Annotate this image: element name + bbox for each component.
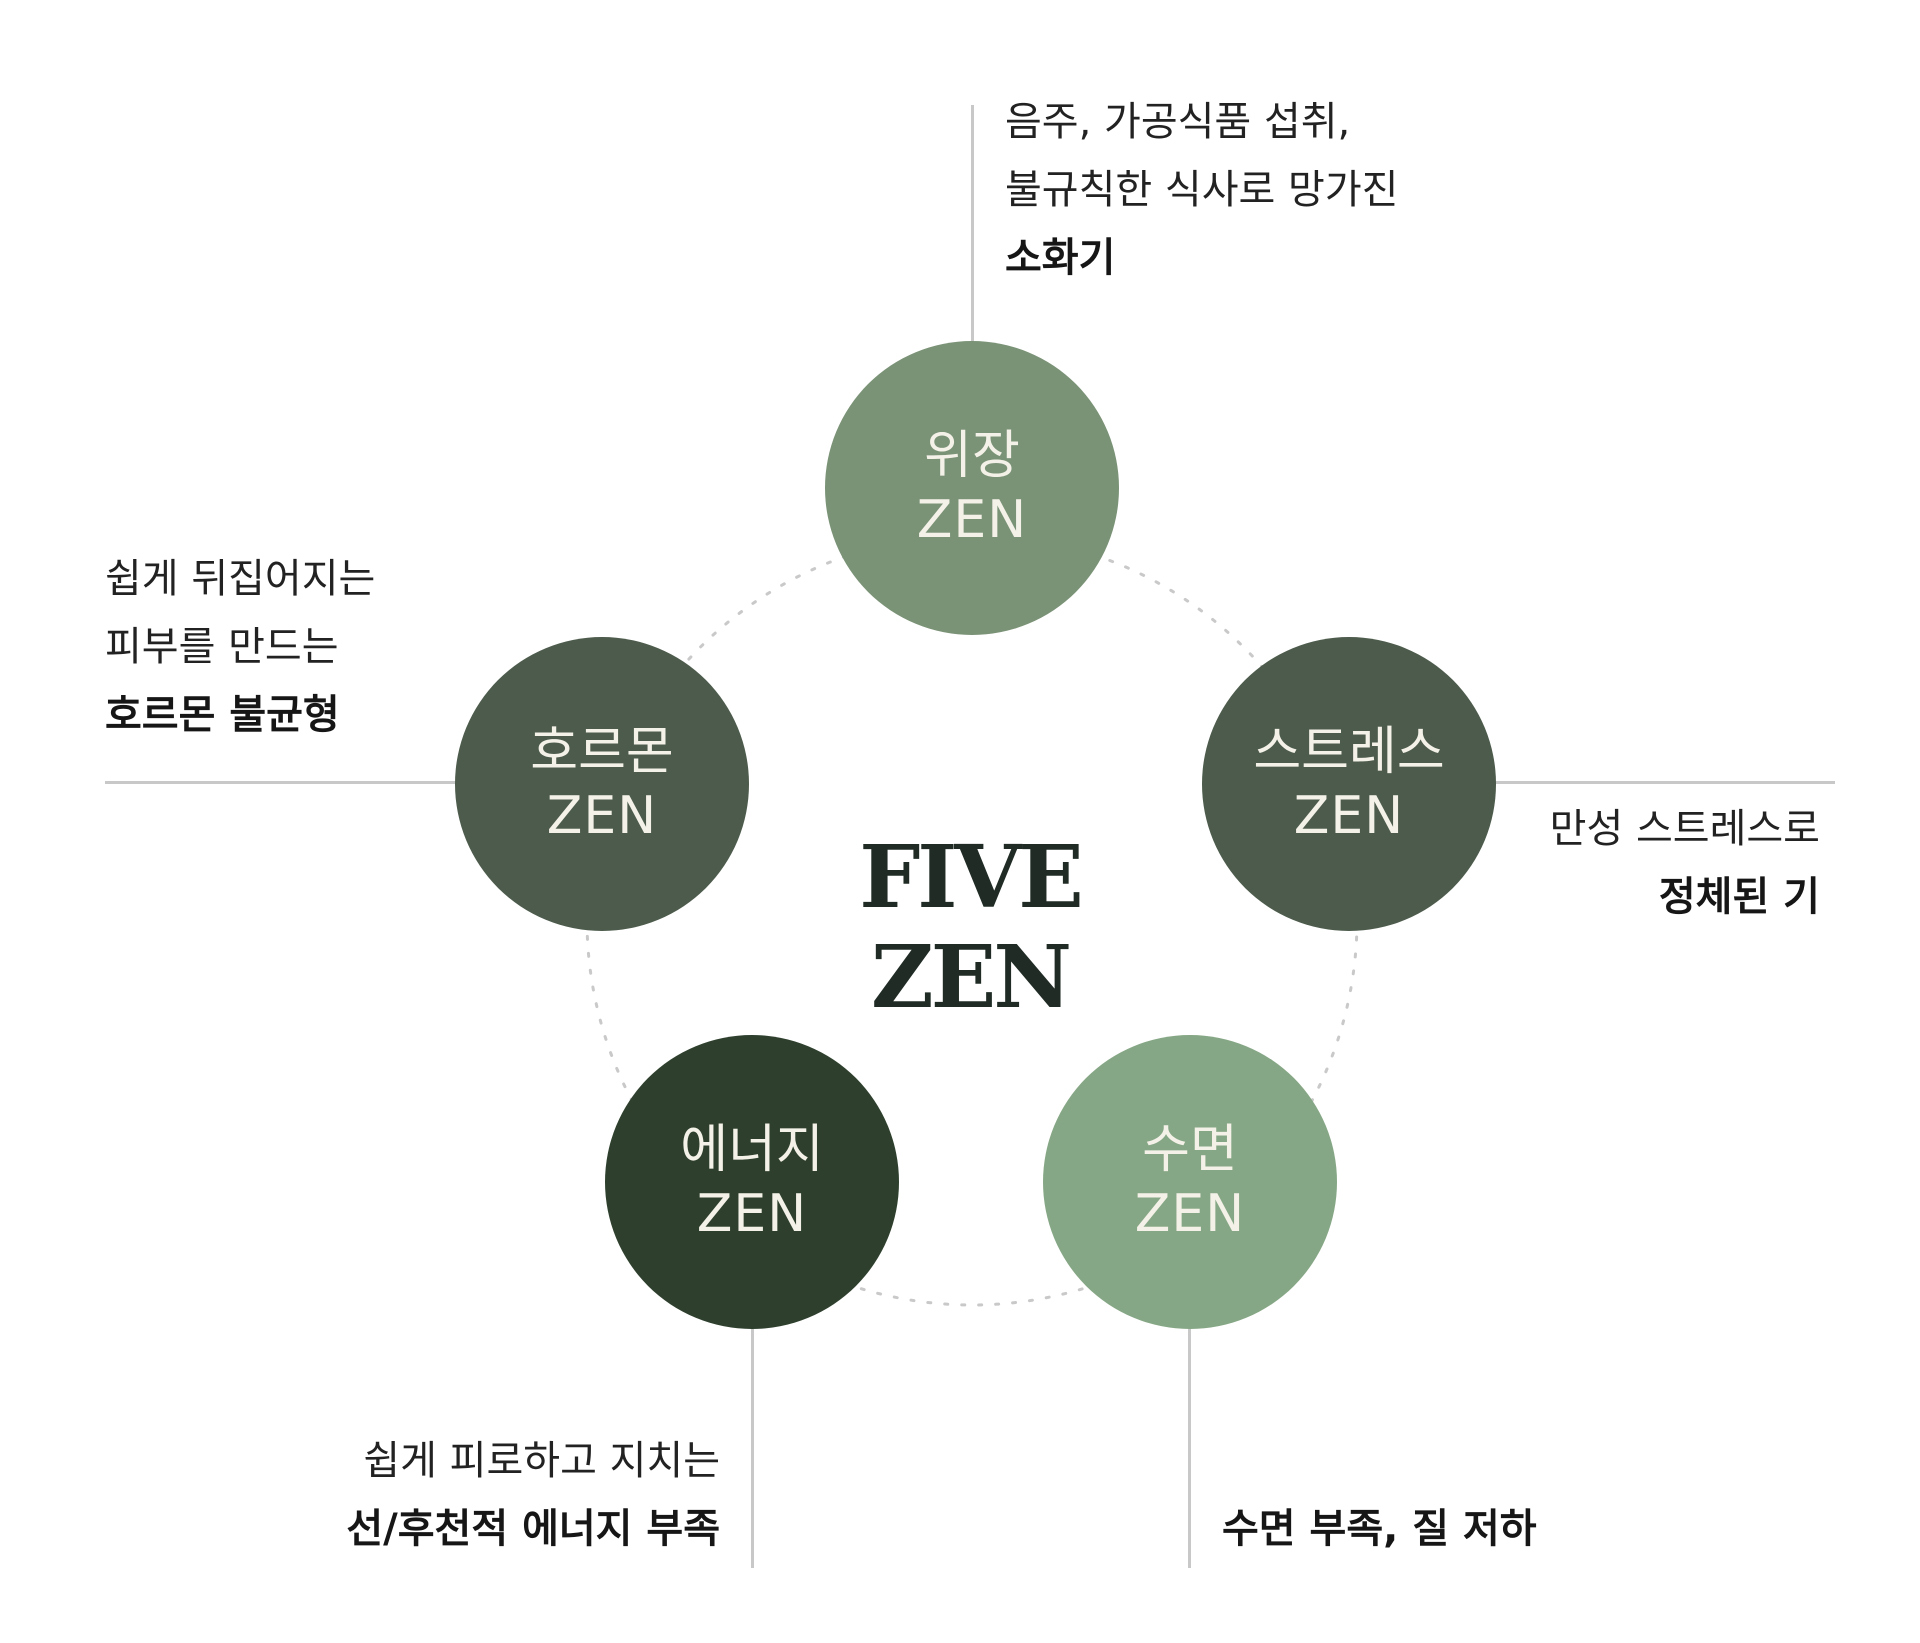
leader-line-hormone [105,781,459,784]
circle-label: 에너지 [680,1120,824,1180]
desc-bold: 선/후천적 에너지 부족 [346,1506,720,1552]
circle-suffix: ZEN [1293,786,1405,846]
circle-hormone: 호르몬 ZEN [455,637,749,931]
desc-line: 음주, 가공식품 섭취, [1005,99,1351,145]
desc-bold: 소화기 [1005,235,1116,281]
circle-energy: 에너지 ZEN [605,1035,899,1329]
circle-suffix: ZEN [1134,1184,1246,1244]
desc-hormone: 쉽게 뒤집어지는 피부를 만드는 호르몬 불균형 [105,545,375,749]
desc-line: 쉽게 뒤집어지는 [105,556,376,602]
circle-suffix: ZEN [916,490,1028,550]
desc-bold: 정체된 기 [1658,874,1820,920]
leader-line-sleep [1188,1328,1191,1568]
circle-wijang: 위장 ZEN [825,341,1119,635]
desc-energy: 쉽게 피로하고 지치는 선/후천적 에너지 부족 [346,1427,720,1563]
desc-line: 피부를 만드는 [105,624,339,670]
circle-stress: 스트레스 ZEN [1202,637,1496,931]
desc-bold: 호르몬 불균형 [105,692,340,738]
desc-stress: 만성 스트레스로 정체된 기 [1550,795,1820,931]
desc-sleep: 수면 부족, 질 저하 [1222,1495,1537,1563]
desc-wijang: 음주, 가공식품 섭취, 불규칙한 식사로 망가진 소화기 [1005,88,1398,292]
leader-line-wijang [971,105,974,341]
circle-label: 호르몬 [530,722,674,782]
diagram-title: FIVE ZEN [859,827,1084,1028]
circle-suffix: ZEN [546,786,658,846]
circle-sleep: 수면 ZEN [1043,1035,1337,1329]
desc-line: 불규칙한 식사로 망가진 [1005,167,1399,213]
leader-line-energy [751,1328,754,1568]
circle-label: 위장 [924,426,1020,486]
desc-bold: 수면 부족, 질 저하 [1222,1506,1537,1552]
desc-line: 쉽게 피로하고 지치는 [363,1438,720,1484]
desc-line: 만성 스트레스로 [1549,806,1820,852]
circle-label: 스트레스 [1253,722,1445,782]
circle-label: 수면 [1142,1120,1238,1180]
circle-suffix: ZEN [696,1184,808,1244]
leader-line-stress [1495,781,1835,784]
